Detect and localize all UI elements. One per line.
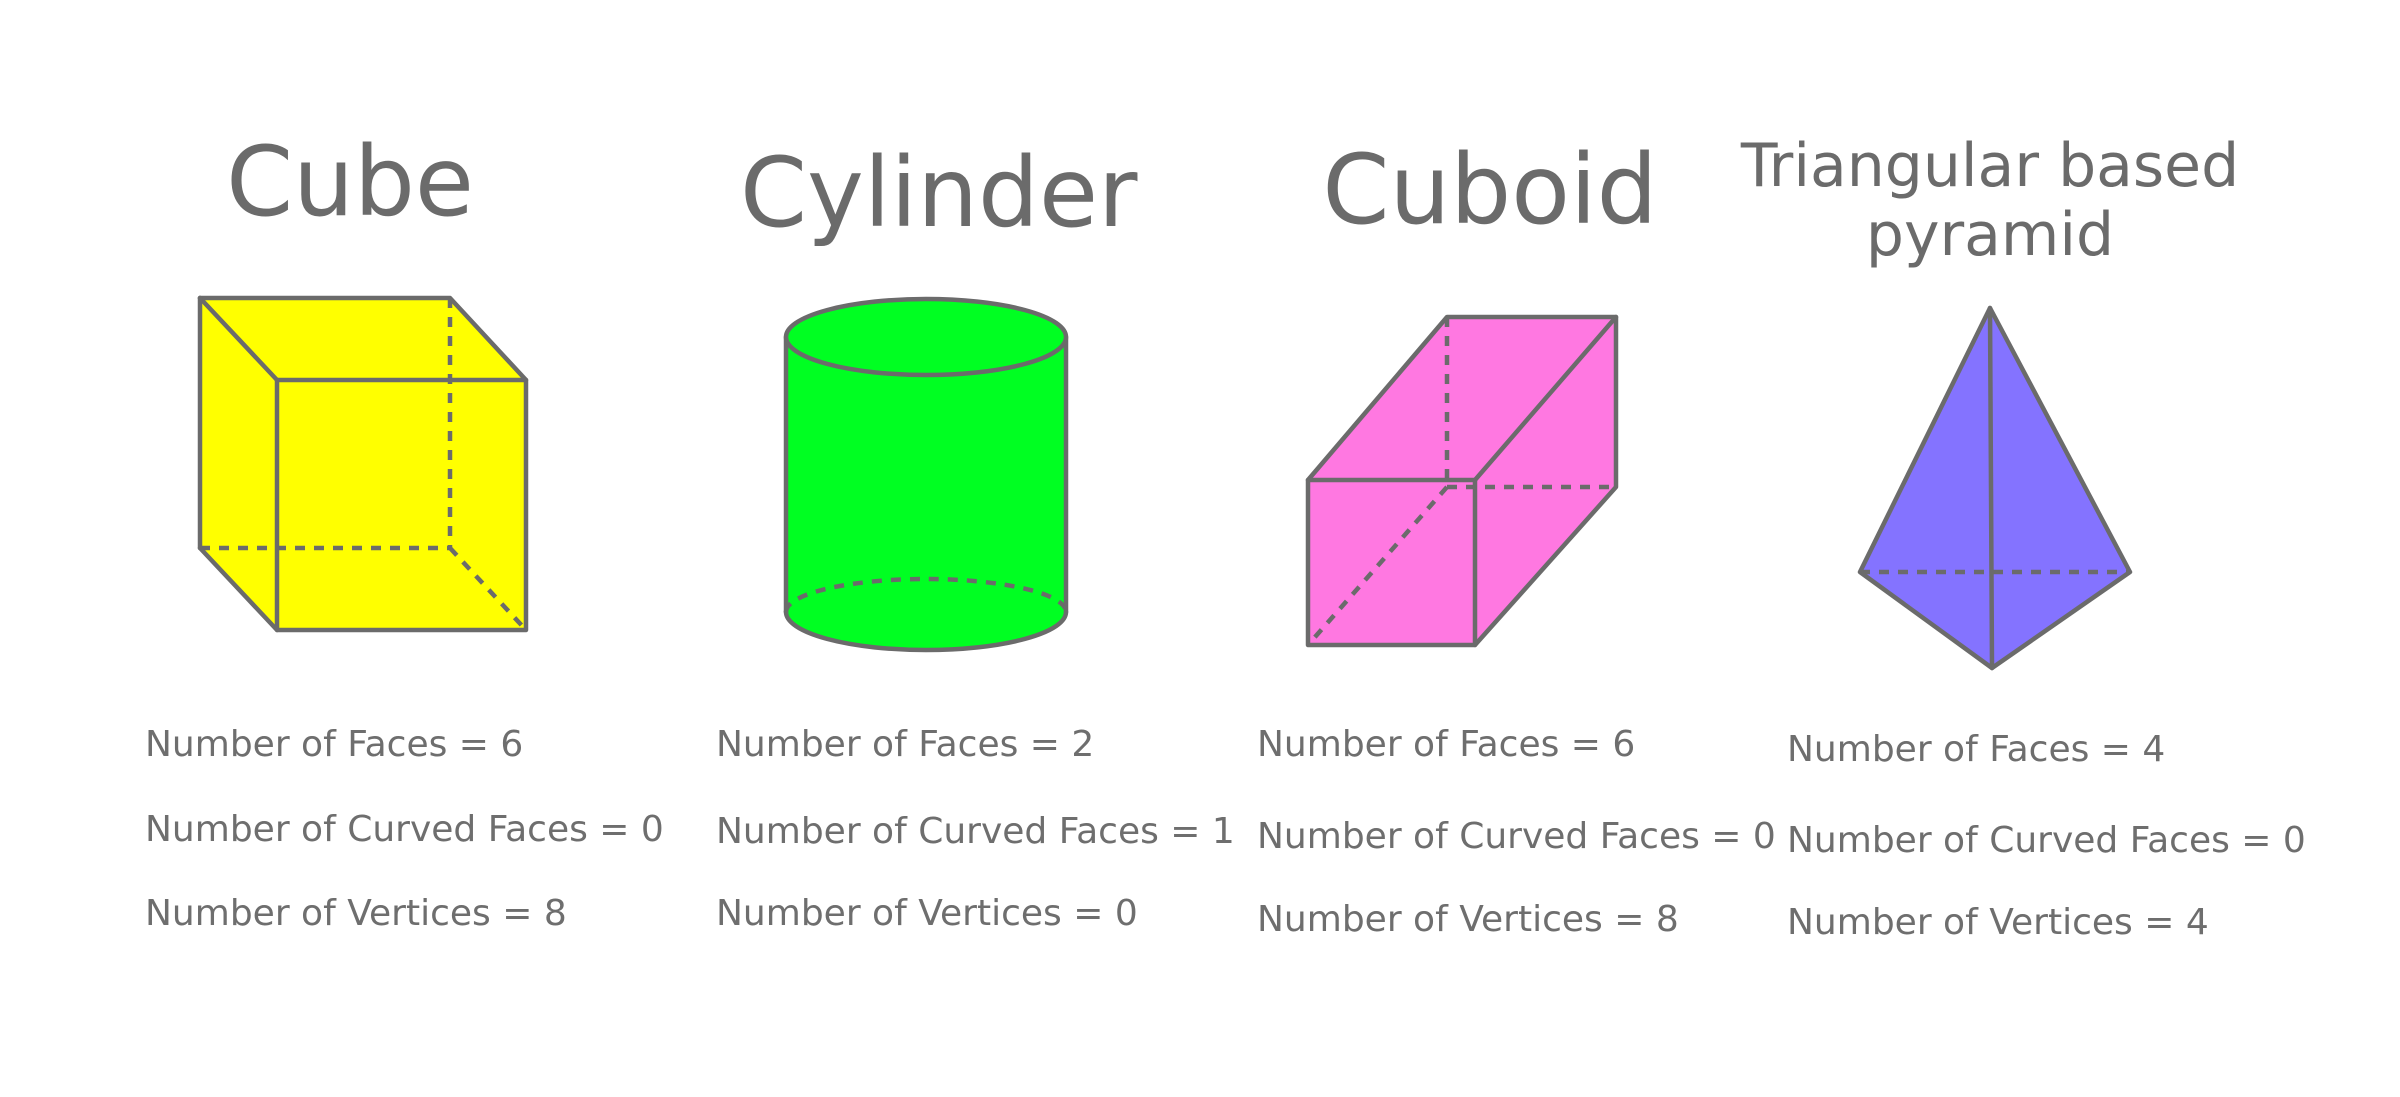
cylinder-body: [786, 299, 1066, 650]
cube-vertices: Number of Vertices = 8: [145, 893, 567, 934]
cuboid-front-face: [1308, 480, 1475, 645]
pyramid-vertices: Number of Vertices = 4: [1787, 902, 2209, 943]
cuboid-curved-faces: Number of Curved Faces = 0: [1257, 816, 1776, 857]
pyramid-faces: Number of Faces = 4: [1787, 729, 2166, 770]
cuboid-vertices: Number of Vertices = 8: [1257, 899, 1679, 940]
pyramid-left-face: [1860, 308, 1992, 668]
pyramid-right-face: [1990, 308, 2130, 668]
cylinder-title: Cylinder: [740, 137, 1138, 249]
cuboid-faces: Number of Faces = 6: [1257, 724, 1636, 765]
pyramid-title: Triangular based pyramid: [1740, 131, 2240, 270]
cube-curved-faces: Number of Curved Faces = 0: [145, 809, 664, 850]
pyramid-curved-faces: Number of Curved Faces = 0: [1787, 820, 2306, 861]
cylinder-curved-faces: Number of Curved Faces = 1: [716, 811, 1235, 852]
cube-front-face: [277, 380, 526, 630]
cuboid-title: Cuboid: [1322, 134, 1658, 246]
cylinder-faces: Number of Faces = 2: [716, 724, 1095, 765]
cube-title: Cube: [226, 126, 474, 238]
cylinder-vertices: Number of Vertices = 0: [716, 893, 1138, 934]
cylinder-top: [783, 296, 1069, 378]
cuboid-right-face: [1475, 317, 1616, 645]
cuboid-top-face: [1308, 317, 1616, 480]
cube-faces: Number of Faces = 6: [145, 724, 524, 765]
cube-top-face: [200, 298, 526, 380]
